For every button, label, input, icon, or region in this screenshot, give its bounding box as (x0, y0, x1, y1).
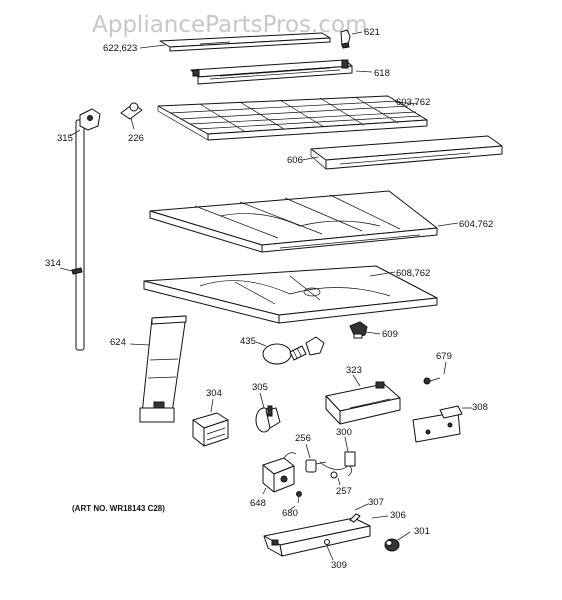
callout-606: 606 (287, 155, 303, 166)
callout-609: 609 (382, 329, 398, 340)
part-323 (325, 381, 401, 425)
callout-323: 323 (346, 365, 362, 376)
watermark: AppliancePartsPros.com (92, 12, 367, 38)
callout-680: 680 (282, 508, 298, 519)
callout-603-762: 603,762 (396, 97, 430, 108)
callout-608-762: 608,762 (396, 268, 430, 279)
part-679-screw (423, 377, 441, 385)
part-wire-shelf (157, 95, 428, 141)
callout-618: 618 (374, 68, 390, 79)
callout-304: 304 (206, 388, 222, 399)
part-vertical-rod (71, 108, 101, 351)
callout-226: 226 (128, 133, 144, 144)
callout-301: 301 (414, 526, 430, 537)
part-crisper-cover (310, 135, 503, 170)
callout-257: 257 (336, 486, 352, 497)
part-226 (120, 102, 143, 120)
part-306-tray (263, 513, 371, 557)
part-pan-upper (149, 190, 438, 253)
callout-621: 621 (364, 27, 380, 38)
callout-624: 624 (110, 337, 126, 348)
callout-315: 315 (57, 133, 73, 144)
callout-314: 314 (45, 258, 61, 269)
part-609 (349, 321, 368, 339)
callout-307: 307 (368, 497, 384, 508)
part-621 (340, 29, 351, 49)
callout-309: 309 (331, 560, 347, 571)
part-435-bulb (262, 336, 325, 365)
part-305-knob (255, 405, 281, 433)
callout-648: 648 (250, 498, 266, 509)
part-308 (412, 405, 463, 443)
part-304 (192, 412, 229, 447)
callout-306: 306 (390, 510, 406, 521)
part-300 (319, 451, 356, 477)
part-pan-lower (143, 265, 438, 324)
part-257 (330, 471, 338, 479)
callout-435: 435 (240, 336, 256, 347)
callout-604-762: 604,762 (459, 219, 493, 230)
part-light-housing (190, 59, 353, 85)
callout-256: 256 (295, 433, 311, 444)
callout-622-623: 622,623 (103, 43, 137, 54)
part-256 (305, 459, 327, 473)
art-number: (ART NO. WR18143 C28) (72, 504, 165, 513)
callout-679: 679 (436, 351, 452, 362)
part-301 (384, 538, 400, 552)
part-top-cover (159, 32, 331, 52)
callout-308: 308 (472, 402, 488, 413)
part-680-screw (296, 491, 302, 504)
callout-305: 305 (252, 382, 268, 393)
part-624 (139, 315, 187, 423)
part-648 (262, 452, 297, 493)
callout-300: 300 (336, 427, 352, 438)
